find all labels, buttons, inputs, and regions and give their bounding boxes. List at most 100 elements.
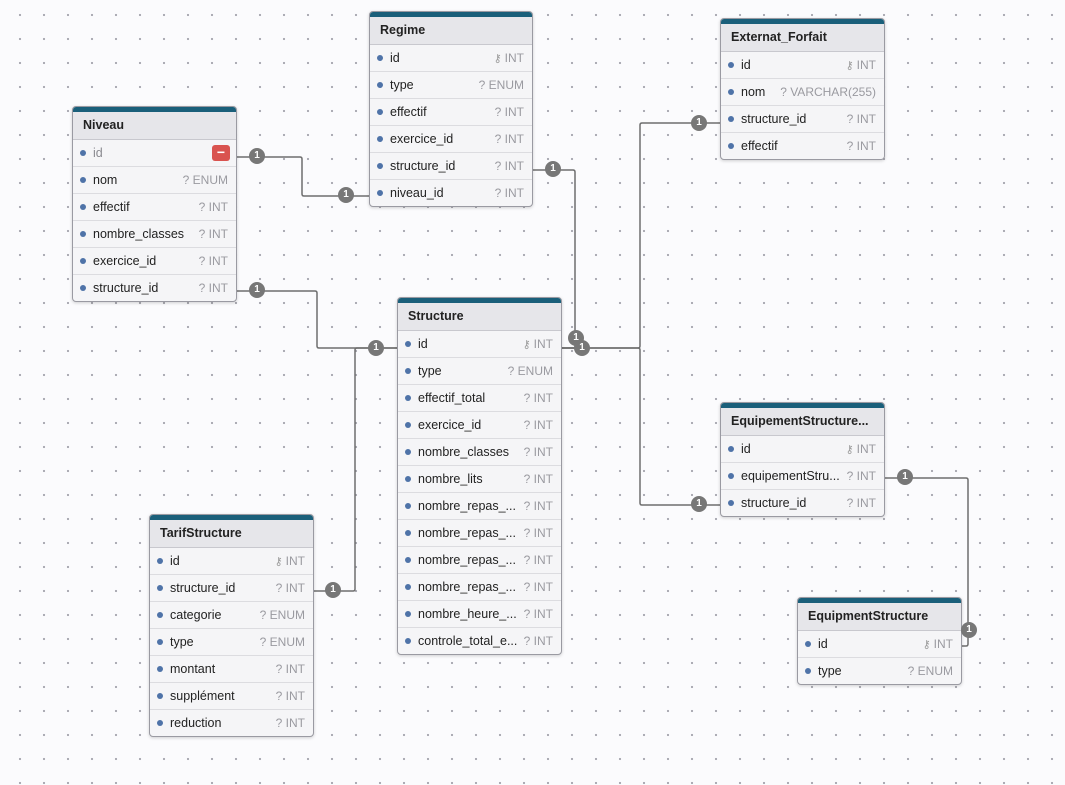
field-type: ? INT	[524, 601, 553, 627]
table-title[interactable]: TarifStructure	[150, 520, 313, 548]
relation-badge[interactable]: 1	[368, 340, 384, 356]
table-field[interactable]: effectif_total? INT	[398, 385, 561, 412]
field-type: ? ENUM	[183, 167, 228, 193]
field-name: id	[418, 337, 428, 351]
table-field[interactable]: nombre_repas_...? INT	[398, 520, 561, 547]
table-field[interactable]: id⚷INT	[721, 436, 884, 463]
table-field[interactable]: montant? INT	[150, 656, 313, 683]
relation-badge[interactable]: 1	[691, 496, 707, 512]
field-type-label: ? INT	[846, 496, 876, 510]
field-type: ? INT	[199, 194, 228, 220]
table-field[interactable]: nombre_classes? INT	[73, 221, 236, 248]
field-type-label: ? INT	[523, 445, 553, 459]
field-name: nombre_lits	[418, 472, 483, 486]
table-field[interactable]: nom? VARCHAR(255)	[721, 79, 884, 106]
table-title[interactable]: Regime	[370, 17, 532, 45]
table-title[interactable]: Structure	[398, 303, 561, 331]
table-field[interactable]: type? ENUM	[398, 358, 561, 385]
relation-badge[interactable]: 1	[574, 340, 590, 356]
table-title[interactable]: EquipementStructure...	[721, 408, 884, 436]
table-field[interactable]: id⚷INT	[370, 45, 532, 72]
table-field[interactable]: nom? ENUM	[73, 167, 236, 194]
table-field[interactable]: id⚷INT	[398, 331, 561, 358]
relation-badge[interactable]: 1	[325, 582, 341, 598]
minus-icon[interactable]: −	[212, 145, 230, 161]
field-type-label: ? INT	[523, 499, 553, 513]
table-field[interactable]: exercice_id? INT	[370, 126, 532, 153]
field-type: ? INT	[847, 463, 876, 489]
table-field[interactable]: nombre_repas_...? INT	[398, 574, 561, 601]
table-field[interactable]: nombre_classes? INT	[398, 439, 561, 466]
field-type: ? INT	[524, 466, 553, 492]
field-name: structure_id	[741, 496, 807, 510]
table-field[interactable]: reduction? INT	[150, 710, 313, 736]
table-field[interactable]: id⚷INT	[798, 631, 961, 658]
field-name: exercice_id	[418, 418, 482, 432]
table-color-bar	[150, 515, 313, 520]
table-title[interactable]: Externat_Forfait	[721, 24, 884, 52]
field-name: effectif	[93, 200, 130, 214]
field-name: exercice_id	[93, 254, 157, 268]
table-field[interactable]: equipementStru...? INT	[721, 463, 884, 490]
field-dot-icon	[728, 446, 734, 452]
field-name: id	[93, 146, 103, 160]
table-title[interactable]: Niveau	[73, 112, 236, 140]
field-name: effectif_total	[418, 391, 486, 405]
field-name: id	[741, 58, 751, 72]
relation-badge[interactable]: 1	[897, 469, 913, 485]
field-type-label: ? INT	[523, 634, 553, 648]
key-icon: ⚷	[845, 60, 854, 72]
field-type-label: ? INT	[523, 580, 553, 594]
table-field[interactable]: type? ENUM	[798, 658, 961, 684]
relation-badge[interactable]: 1	[249, 282, 265, 298]
relation-badge[interactable]: 1	[545, 161, 561, 177]
table-field[interactable]: type? ENUM	[370, 72, 532, 99]
table-field[interactable]: structure_id ? INT	[721, 490, 884, 516]
table-field[interactable]: id −	[73, 140, 236, 167]
table-field[interactable]: exercice_id ? INT	[73, 248, 236, 275]
table-color-bar	[721, 403, 884, 408]
table-field[interactable]: id⚷INT	[150, 548, 313, 575]
field-type: ? INT	[199, 248, 228, 274]
table-field[interactable]: type? ENUM	[150, 629, 313, 656]
table-field[interactable]: effectif ? INT	[73, 194, 236, 221]
relation-badge[interactable]: 1	[691, 115, 707, 131]
field-type: ? INT	[847, 106, 876, 132]
field-type-label: ? ENUM	[259, 635, 305, 649]
relation-badge[interactable]: 1	[249, 148, 265, 164]
table-field[interactable]: effectif? INT	[721, 133, 884, 159]
table-field[interactable]: nombre_heure_...? INT	[398, 601, 561, 628]
table-field[interactable]: nombre_repas_...? INT	[398, 547, 561, 574]
field-dot-icon	[405, 638, 411, 644]
table-field[interactable]: nombre_lits ? INT	[398, 466, 561, 493]
table-field[interactable]: niveau_id? INT	[370, 180, 532, 206]
table-field[interactable]: id⚷INT	[721, 52, 884, 79]
table-field[interactable]: controle_total_e...? INT	[398, 628, 561, 654]
table-title[interactable]: EquipmentStructure	[798, 603, 961, 631]
field-type: ? INT	[524, 574, 553, 600]
table-field[interactable]: exercice_id? INT	[398, 412, 561, 439]
table-field[interactable]: structure_id? INT	[721, 106, 884, 133]
table-field[interactable]: structure_id? INT	[150, 575, 313, 602]
table-field[interactable]: categorie? ENUM	[150, 602, 313, 629]
field-name: nombre_classes	[93, 227, 185, 241]
relation-badge[interactable]: 1	[338, 187, 354, 203]
key-icon: ⚷	[845, 444, 854, 456]
table-field[interactable]: nombre_repas_...? INT	[398, 493, 561, 520]
table-field[interactable]: supplément? INT	[150, 683, 313, 710]
table-field[interactable]: effectif? INT	[370, 99, 532, 126]
relation-badge[interactable]: 1	[961, 622, 977, 638]
table-field[interactable]: structure_id? INT	[73, 275, 236, 301]
key-icon: ⚷	[274, 556, 283, 568]
field-name: niveau_id	[390, 186, 444, 200]
field-type: ? ENUM	[508, 358, 553, 384]
table-field[interactable]: structure_id? INT	[370, 153, 532, 180]
